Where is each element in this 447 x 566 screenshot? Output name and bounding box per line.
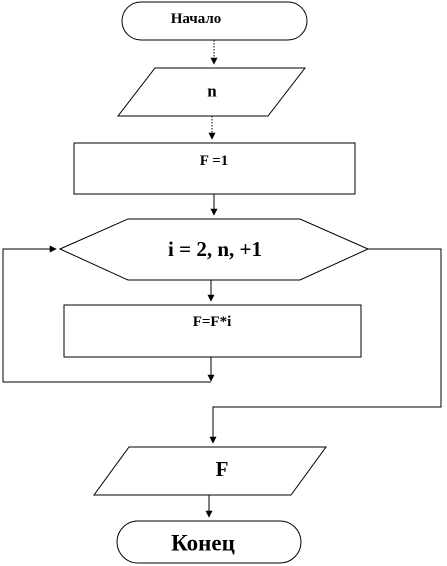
loop-back-path <box>2 245 211 383</box>
start-terminator: Начало <box>121 1 308 41</box>
input-label: n <box>207 82 217 101</box>
body-label: F=F*i <box>193 314 232 330</box>
end-terminator: Конец <box>116 520 302 564</box>
output-parallelogram <box>93 446 327 496</box>
input-parallelogram <box>116 67 307 117</box>
start-label: Начало <box>171 11 222 27</box>
body-process-box <box>63 304 362 358</box>
init-process: F =1 <box>73 142 356 195</box>
body-process: F=F*i <box>63 304 362 358</box>
input-block: n <box>116 67 307 117</box>
loop-exit-path <box>209 248 442 444</box>
init-label: F =1 <box>200 153 228 169</box>
end-label: Конец <box>171 531 235 556</box>
loop-label: i = 2, n, +1 <box>168 237 262 261</box>
loop-block: i = 2, n, +1 <box>58 218 370 281</box>
end-terminator-shape <box>116 520 302 564</box>
output-label: F <box>216 457 229 481</box>
output-block: F <box>93 446 327 496</box>
